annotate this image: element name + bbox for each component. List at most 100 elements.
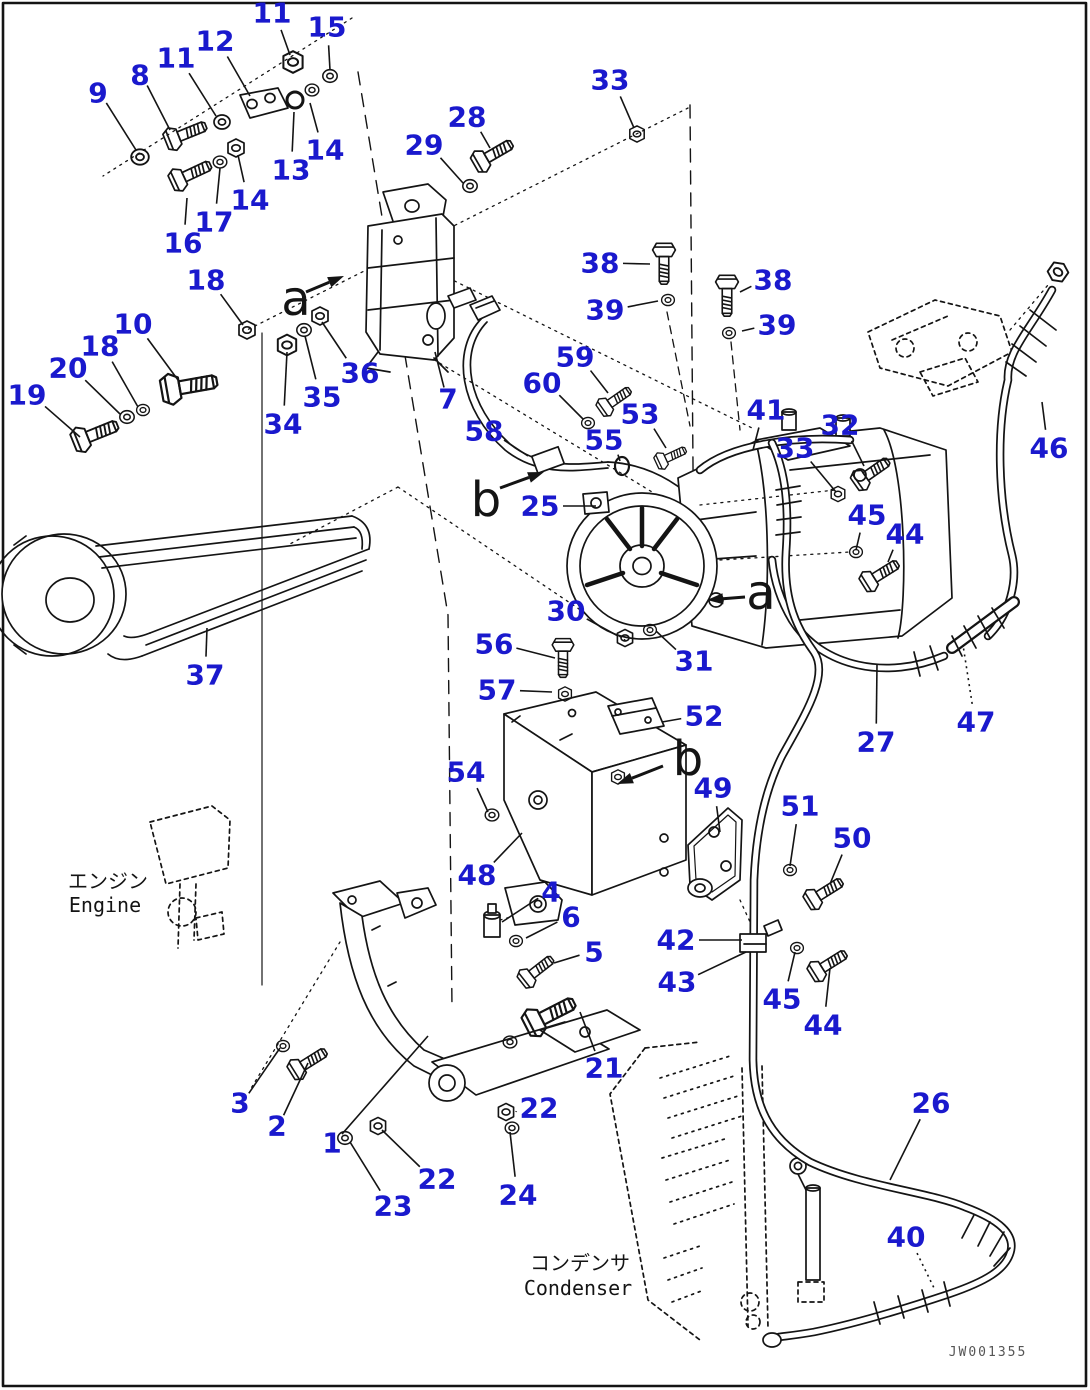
callout-53: 53 [621, 398, 660, 431]
callout-15: 15 [308, 11, 347, 44]
callout-11: 11 [157, 42, 196, 75]
leader-line [219, 293, 244, 326]
leader-line [215, 167, 221, 204]
callout-14: 14 [306, 134, 345, 167]
view-arrow-shaft [722, 595, 746, 601]
callout-37: 37 [186, 659, 225, 692]
callout-56: 56 [475, 628, 514, 661]
area-labels: エンジン Engine コンデンサ Condenser JW001355 [68, 869, 1025, 1360]
mount-bracket-7 [365, 125, 645, 373]
belt-37 [95, 515, 371, 661]
callout-46: 46 [1030, 432, 1069, 465]
view-arrow-shaft [499, 476, 530, 490]
leader-line [146, 337, 179, 381]
leader-line [146, 85, 171, 131]
engine-label-en: Engine [69, 893, 141, 917]
callout-49: 49 [694, 772, 733, 805]
callout-47: 47 [957, 706, 996, 739]
callout-6: 6 [561, 901, 580, 934]
leader-line [627, 300, 659, 308]
bracket-fasteners [275, 903, 582, 1146]
leader-line [84, 379, 121, 415]
callout-41: 41 [747, 394, 786, 427]
leader-line [519, 689, 553, 693]
view-letter-b: b [471, 472, 501, 528]
leader-line [661, 717, 682, 723]
callout-17: 17 [195, 206, 234, 239]
view-letter-a: a [746, 565, 775, 621]
leader-line [188, 72, 217, 117]
leader-line [829, 854, 843, 885]
callout-11: 11 [253, 0, 292, 30]
leader-line [434, 351, 445, 388]
leader-line [503, 439, 529, 457]
leader-line [309, 102, 319, 133]
leader-line [653, 428, 667, 449]
leader-line [105, 102, 137, 151]
callout-3: 3 [230, 1087, 249, 1120]
bracket-1 [332, 880, 641, 1102]
leader-line [304, 335, 317, 380]
leader-line [715, 806, 721, 833]
callout-45: 45 [763, 983, 802, 1016]
fitting-4 [483, 903, 501, 938]
leader-line [327, 45, 331, 71]
callout-2: 2 [267, 1110, 286, 1143]
view-letter-b: b [673, 731, 703, 787]
callout-58: 58 [465, 415, 504, 448]
leader-line [855, 532, 861, 551]
valve-ghost [867, 299, 1013, 397]
leader-line [439, 157, 464, 184]
callout-20: 20 [49, 352, 88, 385]
leader-line [875, 664, 878, 724]
callout-32: 32 [821, 409, 860, 442]
leader-line [810, 460, 837, 493]
callout-44: 44 [804, 1009, 843, 1042]
view-letter-a: a [281, 271, 310, 327]
view-arrow-head [617, 773, 634, 784]
leader-line [291, 111, 295, 152]
leader-line [237, 154, 245, 183]
callout-12: 12 [196, 25, 235, 58]
leader-line [509, 1131, 516, 1177]
view-arrow-head [327, 276, 344, 288]
callout-34: 34 [264, 408, 303, 441]
callout-13: 13 [272, 154, 311, 187]
callout-45: 45 [848, 499, 887, 532]
leader-line [789, 824, 798, 867]
compressor-25 [566, 408, 953, 649]
callout-42: 42 [657, 924, 696, 957]
leader-line [341, 1035, 429, 1135]
condenser-label-jp: コンデンサ [530, 1251, 630, 1275]
callout-26: 26 [912, 1087, 951, 1120]
hoses [739, 257, 1072, 1348]
leader-line [111, 361, 139, 408]
callout-44: 44 [886, 518, 925, 551]
callout-40: 40 [887, 1221, 926, 1254]
leader-line [226, 56, 251, 97]
leader-line [282, 1062, 309, 1116]
callout-27: 27 [857, 726, 896, 759]
spacer-block-12 [239, 87, 289, 119]
callout-18: 18 [187, 264, 226, 297]
receiver-tube [805, 1187, 821, 1281]
callout-33: 33 [776, 432, 815, 465]
engine-pulley [0, 533, 127, 657]
callout-39: 39 [586, 294, 625, 327]
view-arrow-head [707, 593, 724, 605]
leader-line [787, 951, 796, 982]
leader-line [321, 321, 347, 359]
cover-48 [484, 637, 687, 896]
hose-46 [983, 257, 1072, 641]
view-letters: a b a b [281, 271, 775, 787]
leader-line [741, 327, 755, 332]
callout-5: 5 [584, 936, 603, 969]
view-arrow-shaft [305, 280, 330, 294]
leader-line [480, 131, 491, 149]
callout-38: 38 [754, 264, 793, 297]
callout-22: 22 [520, 1092, 559, 1125]
leader-line [476, 787, 489, 813]
